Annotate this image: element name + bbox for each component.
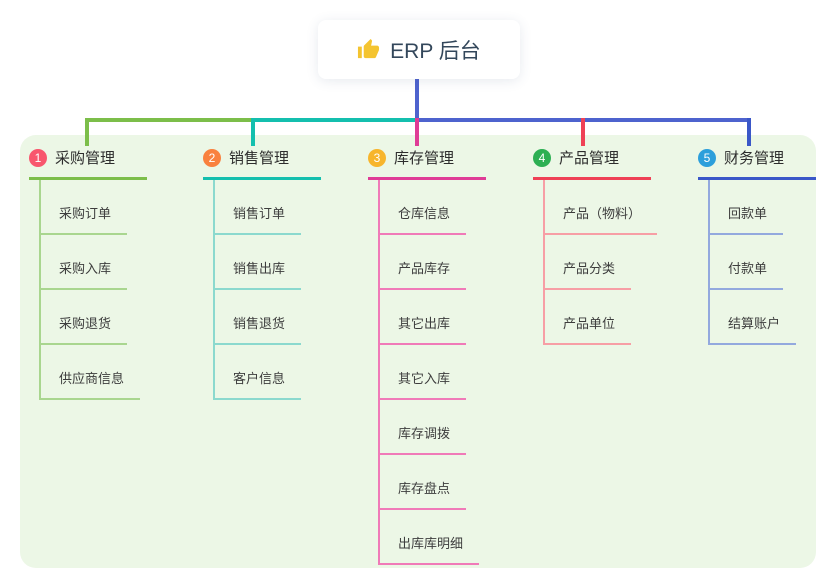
child-node[interactable]: 产品分类 bbox=[545, 235, 632, 290]
branch-children: 销售订单 销售出库 销售退货 客户信息 bbox=[213, 180, 302, 400]
thumbs-up-icon bbox=[357, 38, 380, 61]
child-node[interactable]: 其它出库 bbox=[380, 290, 467, 345]
branch-drop-line-1 bbox=[85, 118, 89, 146]
mindmap-background-panel bbox=[20, 135, 816, 568]
branch-node[interactable]: 5 财务管理 bbox=[698, 147, 816, 180]
child-node[interactable]: 其它入库 bbox=[380, 345, 467, 400]
child-node[interactable]: 产品（物料） bbox=[545, 180, 658, 235]
child-node[interactable]: 付款单 bbox=[710, 235, 784, 290]
child-node[interactable]: 回款单 bbox=[710, 180, 784, 235]
branch-node[interactable]: 2 销售管理 bbox=[203, 147, 321, 180]
branch-purchase-management: 1 采购管理 采购订单 采购入库 采购退货 供应商信息 bbox=[29, 147, 147, 400]
child-node[interactable]: 供应商信息 bbox=[41, 345, 141, 400]
child-node[interactable]: 仓库信息 bbox=[380, 180, 467, 235]
branch-drop-line-5 bbox=[747, 118, 751, 146]
root-connector-line bbox=[415, 79, 419, 120]
child-node[interactable]: 产品库存 bbox=[380, 235, 467, 290]
branch-node[interactable]: 3 库存管理 bbox=[368, 147, 486, 180]
branch-children: 仓库信息 产品库存 其它出库 其它入库 库存调拨 库存盘点 出库库明细 bbox=[378, 180, 480, 565]
branch-label: 库存管理 bbox=[394, 150, 455, 167]
branch-finance-management: 5 财务管理 回款单 付款单 结算账户 bbox=[698, 147, 816, 345]
branch-number-badge: 5 bbox=[698, 148, 716, 167]
branch-children: 产品（物料） 产品分类 产品单位 bbox=[543, 180, 658, 345]
branch-drop-line-3 bbox=[415, 118, 419, 146]
root-node-label: ERP 后台 bbox=[390, 39, 481, 63]
child-node[interactable]: 产品单位 bbox=[545, 290, 632, 345]
branch-drop-line-4 bbox=[581, 118, 585, 146]
trunk-segment-teal bbox=[255, 118, 417, 122]
branch-children: 采购订单 采购入库 采购退货 供应商信息 bbox=[39, 180, 141, 400]
child-node[interactable]: 销售出库 bbox=[215, 235, 302, 290]
branch-label: 财务管理 bbox=[724, 150, 785, 167]
child-node[interactable]: 销售订单 bbox=[215, 180, 302, 235]
branch-label: 采购管理 bbox=[55, 150, 116, 167]
branch-drop-line-2 bbox=[251, 118, 255, 146]
branch-sales-management: 2 销售管理 销售订单 销售出库 销售退货 客户信息 bbox=[203, 147, 321, 400]
child-node[interactable]: 客户信息 bbox=[215, 345, 302, 400]
root-node-erp-backend[interactable]: ERP 后台 bbox=[318, 20, 520, 79]
trunk-segment-green bbox=[85, 118, 255, 122]
child-node[interactable]: 销售退货 bbox=[215, 290, 302, 345]
child-node[interactable]: 库存调拨 bbox=[380, 400, 467, 455]
child-node[interactable]: 结算账户 bbox=[710, 290, 797, 345]
branch-inventory-management: 3 库存管理 仓库信息 产品库存 其它出库 其它入库 库存调拨 库存盘点 出库库… bbox=[368, 147, 486, 565]
child-node[interactable]: 出库库明细 bbox=[380, 510, 480, 565]
branch-children: 回款单 付款单 结算账户 bbox=[708, 180, 797, 345]
branch-number-badge: 3 bbox=[368, 148, 386, 167]
branch-label: 销售管理 bbox=[229, 150, 290, 167]
branch-number-badge: 2 bbox=[203, 148, 221, 167]
branch-node[interactable]: 4 产品管理 bbox=[533, 147, 651, 180]
branch-node[interactable]: 1 采购管理 bbox=[29, 147, 147, 180]
branch-label: 产品管理 bbox=[559, 150, 620, 167]
branch-number-badge: 1 bbox=[29, 148, 47, 167]
child-node[interactable]: 采购订单 bbox=[41, 180, 128, 235]
branch-number-badge: 4 bbox=[533, 148, 551, 167]
child-node[interactable]: 库存盘点 bbox=[380, 455, 467, 510]
branch-product-management: 4 产品管理 产品（物料） 产品分类 产品单位 bbox=[533, 147, 658, 345]
child-node[interactable]: 采购退货 bbox=[41, 290, 128, 345]
child-node[interactable]: 采购入库 bbox=[41, 235, 128, 290]
